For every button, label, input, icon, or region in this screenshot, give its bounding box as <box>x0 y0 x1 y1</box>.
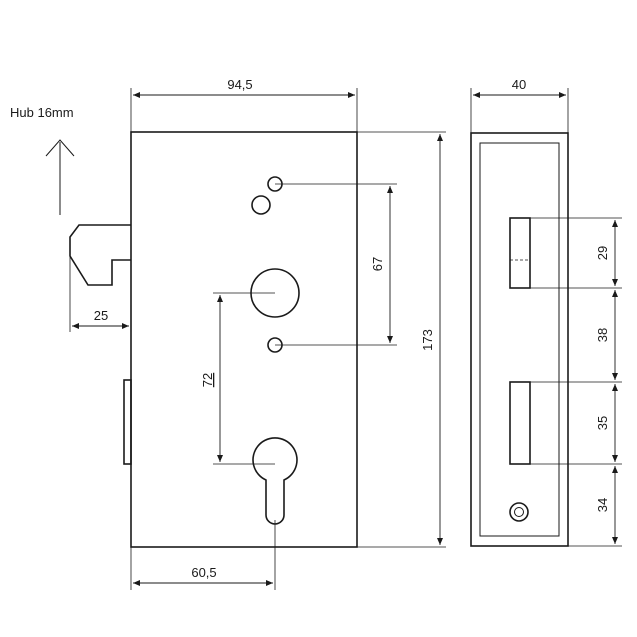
dimension-latch-projection: 25 <box>69 256 132 332</box>
dimension-bolt-height: 29 <box>595 220 618 286</box>
latch-bolt <box>69 224 131 286</box>
dimension-gap-between-bolts-label: 38 <box>595 328 610 342</box>
upper-fixing-hole-2 <box>251 195 271 215</box>
deadbolt-slot <box>509 381 531 465</box>
forend-inner <box>479 142 560 537</box>
front-view <box>69 131 358 548</box>
dimension-backset-label: 60,5 <box>191 565 216 580</box>
dimension-bottom-margin-label: 34 <box>595 498 610 512</box>
cylinder-cutout <box>252 437 298 525</box>
dimension-backset: 60,5 <box>130 520 276 590</box>
stroke-note-label: Hub 16mm <box>10 105 74 120</box>
dimension-latch-projection-label: 25 <box>94 308 108 323</box>
dimension-bolt-height-label: 29 <box>595 246 610 260</box>
latch-slot <box>509 217 531 289</box>
dimension-hole-spacing-lower-label: 72 <box>200 373 215 387</box>
forend-screw <box>509 502 529 522</box>
forend-strip <box>123 379 132 465</box>
forend-screw-inner <box>514 507 524 517</box>
dimension-width-front-label: 94,5 <box>227 77 252 92</box>
side-view <box>470 132 569 547</box>
dimension-height-total: 173 <box>357 131 446 548</box>
dimension-hole-spacing-upper-label: 67 <box>370 257 385 271</box>
dimension-lower-bolt-height-label: 35 <box>595 416 610 430</box>
dimension-width-front: 94,5 <box>130 77 358 132</box>
dimension-hole-spacing-upper: 67 <box>275 183 397 346</box>
dimension-width-side: 40 <box>470 77 569 133</box>
dimension-height-total-label: 173 <box>420 329 435 351</box>
dimension-lower-bolt-height: 35 <box>595 384 618 462</box>
dimension-gap-between-bolts: 38 <box>595 290 618 380</box>
dimension-width-side-label: 40 <box>512 77 526 92</box>
stroke-direction-arrow <box>45 139 75 215</box>
lock-case-body <box>130 131 358 548</box>
dimension-bottom-margin: 34 <box>595 466 618 544</box>
forend-plate <box>470 132 569 547</box>
dimension-hole-spacing-lower: 72 <box>200 292 275 465</box>
